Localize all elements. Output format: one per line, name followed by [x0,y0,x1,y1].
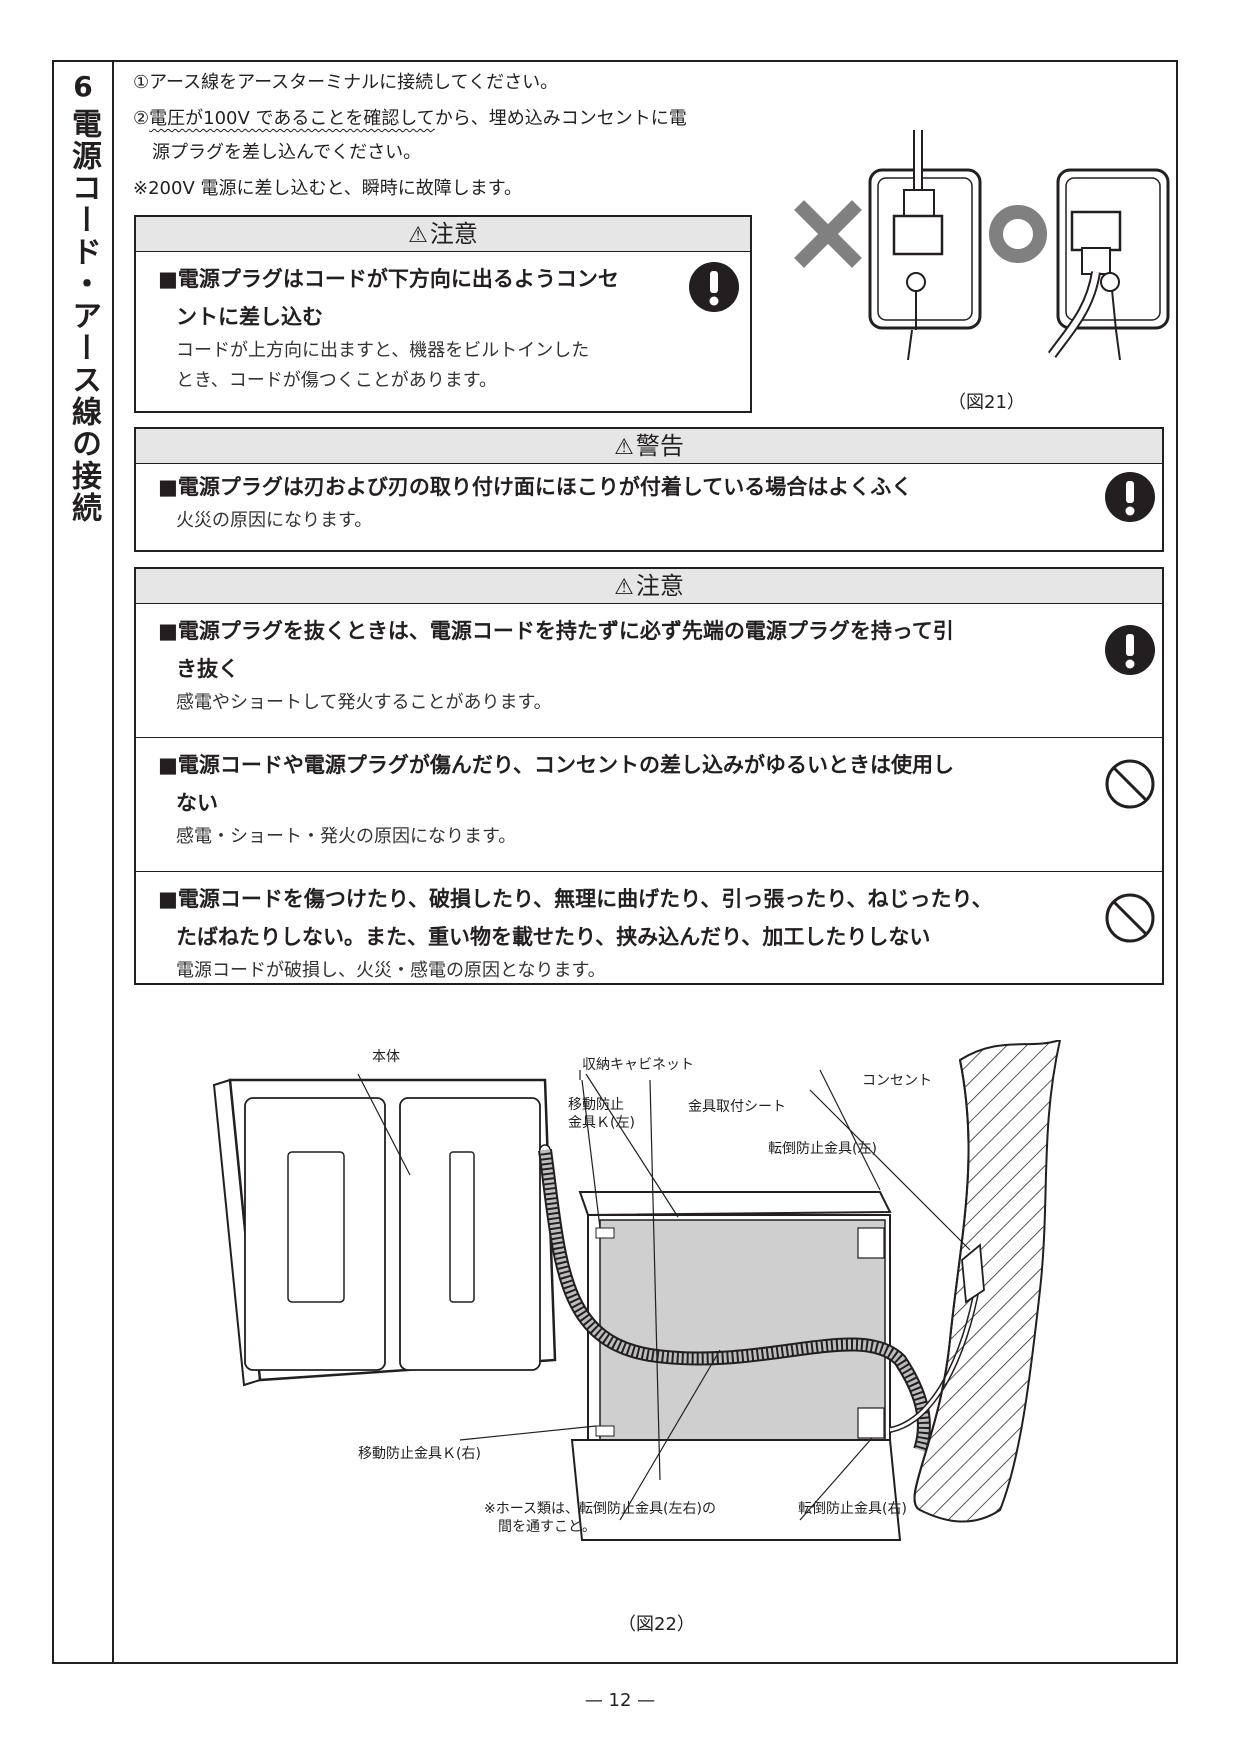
figure-22-caption: （図22） [618,1614,695,1635]
label-tip-stop-right: 転倒防止金具(右) [798,1501,907,1517]
caution-item-desc: 感電・ショート・発火の原因になります。 [176,826,517,847]
caution-item-title-cont: き抜く [176,657,239,681]
wall-section [913,1040,1062,1523]
label-cabinet: 収納キャビネット [582,1057,694,1073]
caution-box-2: ⚠注意 ■電源プラグを抜くときは、電源コードを持たずに必ず先端の電源プラグを持っ… [134,567,1164,985]
caution-item: ■電源プラグを抜くときは、電源コードを持たずに必ず先端の電源プラグを持って引 き… [136,604,1162,737]
caution-item-desc: 電源コードが破損し、火災・感電の原因となります。 [176,960,606,981]
label-move-stop-left-2: 金具Ｋ(左) [568,1115,635,1131]
intro-note-200v: ※200V 電源に差し込むと、瞬時に故障します。 [133,178,522,199]
figure-21-caption: （図21） [948,392,1025,413]
warning-desc: 火災の原因になります。 [176,510,373,531]
caution-item-title: ■電源コードや電源プラグが傷んだり、コンセントの差し込みがゆるいときは使用し [158,753,954,777]
caution-item: ■電源コードを傷つけたり、破損したり、無理に曲げたり、引っ張ったり、ねじったり、… [136,871,1162,1004]
mandatory-icon [1105,472,1155,522]
mandatory-icon [689,262,739,312]
warning-box-heading: 警告 [635,432,684,460]
section-number: 6 [73,70,93,103]
section-sidebar: 6 電源コード・アース線の接続 [54,62,114,1662]
warning-triangle-icon: ⚠ [614,575,634,600]
warning-box: ⚠警告 ■電源プラグは刃および刃の取り付け面にほこりが付着している場合はよくふく… [134,427,1164,552]
caution-item-title-cont: たばねたりしない。また、重い物を載せたり、挟み込んだり、加工したりしない [176,925,931,949]
label-move-stop-left-1: 移動防止 [568,1097,624,1113]
intro-step-1: ①アース線をアースターミナルに接続してください。 [133,72,559,93]
caution-item-desc: 感電やショートして発火することがあります。 [176,692,552,713]
right-mark-icon [989,205,1047,263]
storage-cabinet [570,1191,902,1541]
caution-item-title: ■電源コードを傷つけたり、破損したり、無理に曲げたり、引っ張ったり、ねじったり、 [158,887,993,911]
warning-title: ■電源プラグは刃および刃の取り付け面にほこりが付着している場合はよくふく [158,475,913,499]
warning-triangle-icon: ⚠ [614,435,634,460]
label-tip-stop-left: 転倒防止金具(左) [768,1141,877,1157]
caution-1-desc-line2: とき、コードが傷つくことがあります。 [176,370,497,391]
caution-box-1-header: ⚠注意 [136,217,750,252]
caution-item: ■電源コードや電源プラグが傷んだり、コンセントの差し込みがゆるいときは使用し な… [136,737,1162,871]
wrong-mark-icon [794,200,862,268]
page-frame: 6 電源コード・アース線の接続 [52,60,1178,1664]
prohibited-icon [1105,893,1155,943]
caution-1-title-line2: ントに差し込む [176,305,323,329]
label-body: 本体 [372,1049,400,1065]
caution-box-1-heading: 注意 [429,220,478,248]
caution-box-2-header: ⚠注意 [136,569,1162,604]
section-title: 電源コード・アース線の接続 [66,108,101,524]
caution-1-title-line1: ■電源プラグはコードが下方向に出るようコンセ [158,267,619,291]
figure-22-illustration [212,1040,1062,1541]
intro-step-2-prefix: ② [133,108,150,129]
warning-box-header: ⚠警告 [136,429,1162,464]
dishwasher-body [212,1078,557,1387]
caution-item-title: ■電源プラグを抜くときは、電源コードを持たずに必ず先端の電源プラグを持って引 [158,619,954,643]
label-note-line2: 間を通すこと。 [498,1519,596,1535]
outlet-icon [961,1243,985,1304]
label-move-stop-right: 移動防止金具Ｋ(右) [358,1446,481,1462]
figure-21-illustration [794,130,1170,361]
warning-triangle-icon: ⚠ [408,223,428,248]
label-outlet: コンセント [862,1073,932,1089]
caution-item-title-cont: ない [176,791,218,815]
page-number: — 12 — [584,1690,656,1711]
mandatory-icon [1105,625,1155,675]
label-note-line1: ※ホース類は、転倒防止金具(左右)の [484,1501,716,1517]
prohibited-icon [1105,759,1155,809]
label-sheet: 金具取付シート [688,1099,786,1115]
intro-voltage-note: 電圧が100V であることを確認して [149,108,435,129]
caution-box-2-heading: 注意 [635,572,684,600]
caution-box-1: ⚠注意 ■電源プラグはコードが下方向に出るようコンセ ントに差し込む コードが上… [134,215,752,413]
caution-1-desc-line1: コードが上方向に出ますと、機器をビルトインした [176,340,590,361]
intro-step-2-cont: 源プラグを差し込んでください。 [152,142,422,163]
intro-step-2-suffix: から、埋め込みコンセントに電 [434,108,687,129]
intro-step-2: ②電圧が100V であることを確認してから、埋め込みコンセントに電 [133,106,687,132]
